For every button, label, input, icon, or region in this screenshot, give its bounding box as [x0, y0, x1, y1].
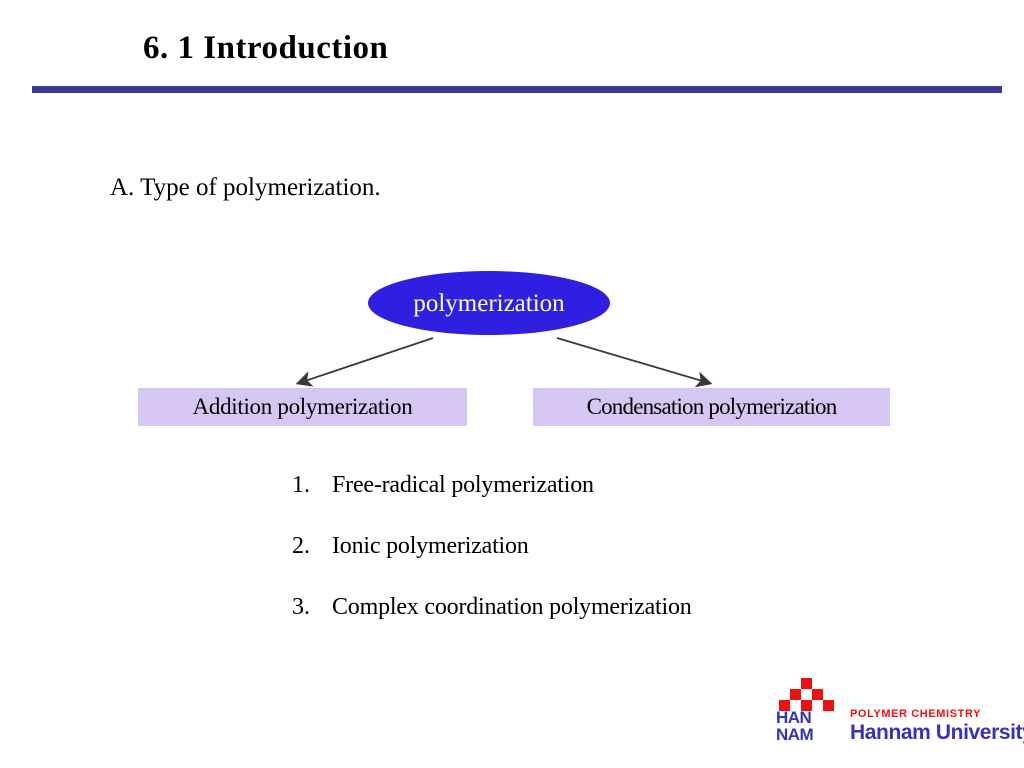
- list-item: 2. Ionic polymerization: [292, 533, 912, 560]
- list-item-text: Ionic polymerization: [332, 533, 529, 559]
- section-heading: A. Type of polymerization.: [110, 174, 381, 201]
- node-addition-polymerization: Addition polymerization: [138, 388, 467, 426]
- hannam-university-logo: HAN NAM POLYMER CHEMISTRY Hannam Univers…: [776, 676, 1024, 748]
- polymerization-type-list: 1. Free-radical polymerization 2. Ionic …: [292, 472, 912, 655]
- list-item-number: 1.: [292, 472, 310, 498]
- node-condensation-polymerization: Condensation polymerization: [533, 388, 890, 426]
- node-condensation-polymerization-label: Condensation polymerization: [586, 394, 838, 419]
- list-item: 1. Free-radical polymerization: [292, 472, 912, 499]
- list-item-number: 2.: [292, 533, 310, 559]
- logo-initials-line2: NAM: [776, 725, 814, 744]
- node-polymerization: polymerization: [368, 271, 610, 335]
- list-item-number: 3.: [292, 594, 310, 620]
- logo-university-name: Hannam University: [850, 721, 1024, 744]
- title-divider: [32, 86, 1002, 93]
- logo-initials-line1: HAN: [776, 708, 812, 727]
- node-polymerization-label: polymerization: [413, 289, 565, 317]
- list-item-text: Free-radical polymerization: [332, 472, 594, 498]
- logo-department: POLYMER CHEMISTRY: [850, 708, 982, 720]
- list-item: 3. Complex coordination polymerization: [292, 594, 912, 621]
- logo-initials: HAN NAM: [776, 709, 838, 743]
- page-title: 6. 1 Introduction: [143, 30, 389, 66]
- logo-mark: HAN NAM: [776, 676, 838, 746]
- pyramid-icon: [778, 678, 836, 711]
- list-item-text: Complex coordination polymerization: [332, 594, 692, 620]
- logo-text-block: POLYMER CHEMISTRY Hannam University: [850, 708, 1024, 745]
- arrow-to-addition: [295, 337, 434, 387]
- arrow-to-condensation: [556, 337, 713, 388]
- node-addition-polymerization-label: Addition polymerization: [192, 394, 413, 419]
